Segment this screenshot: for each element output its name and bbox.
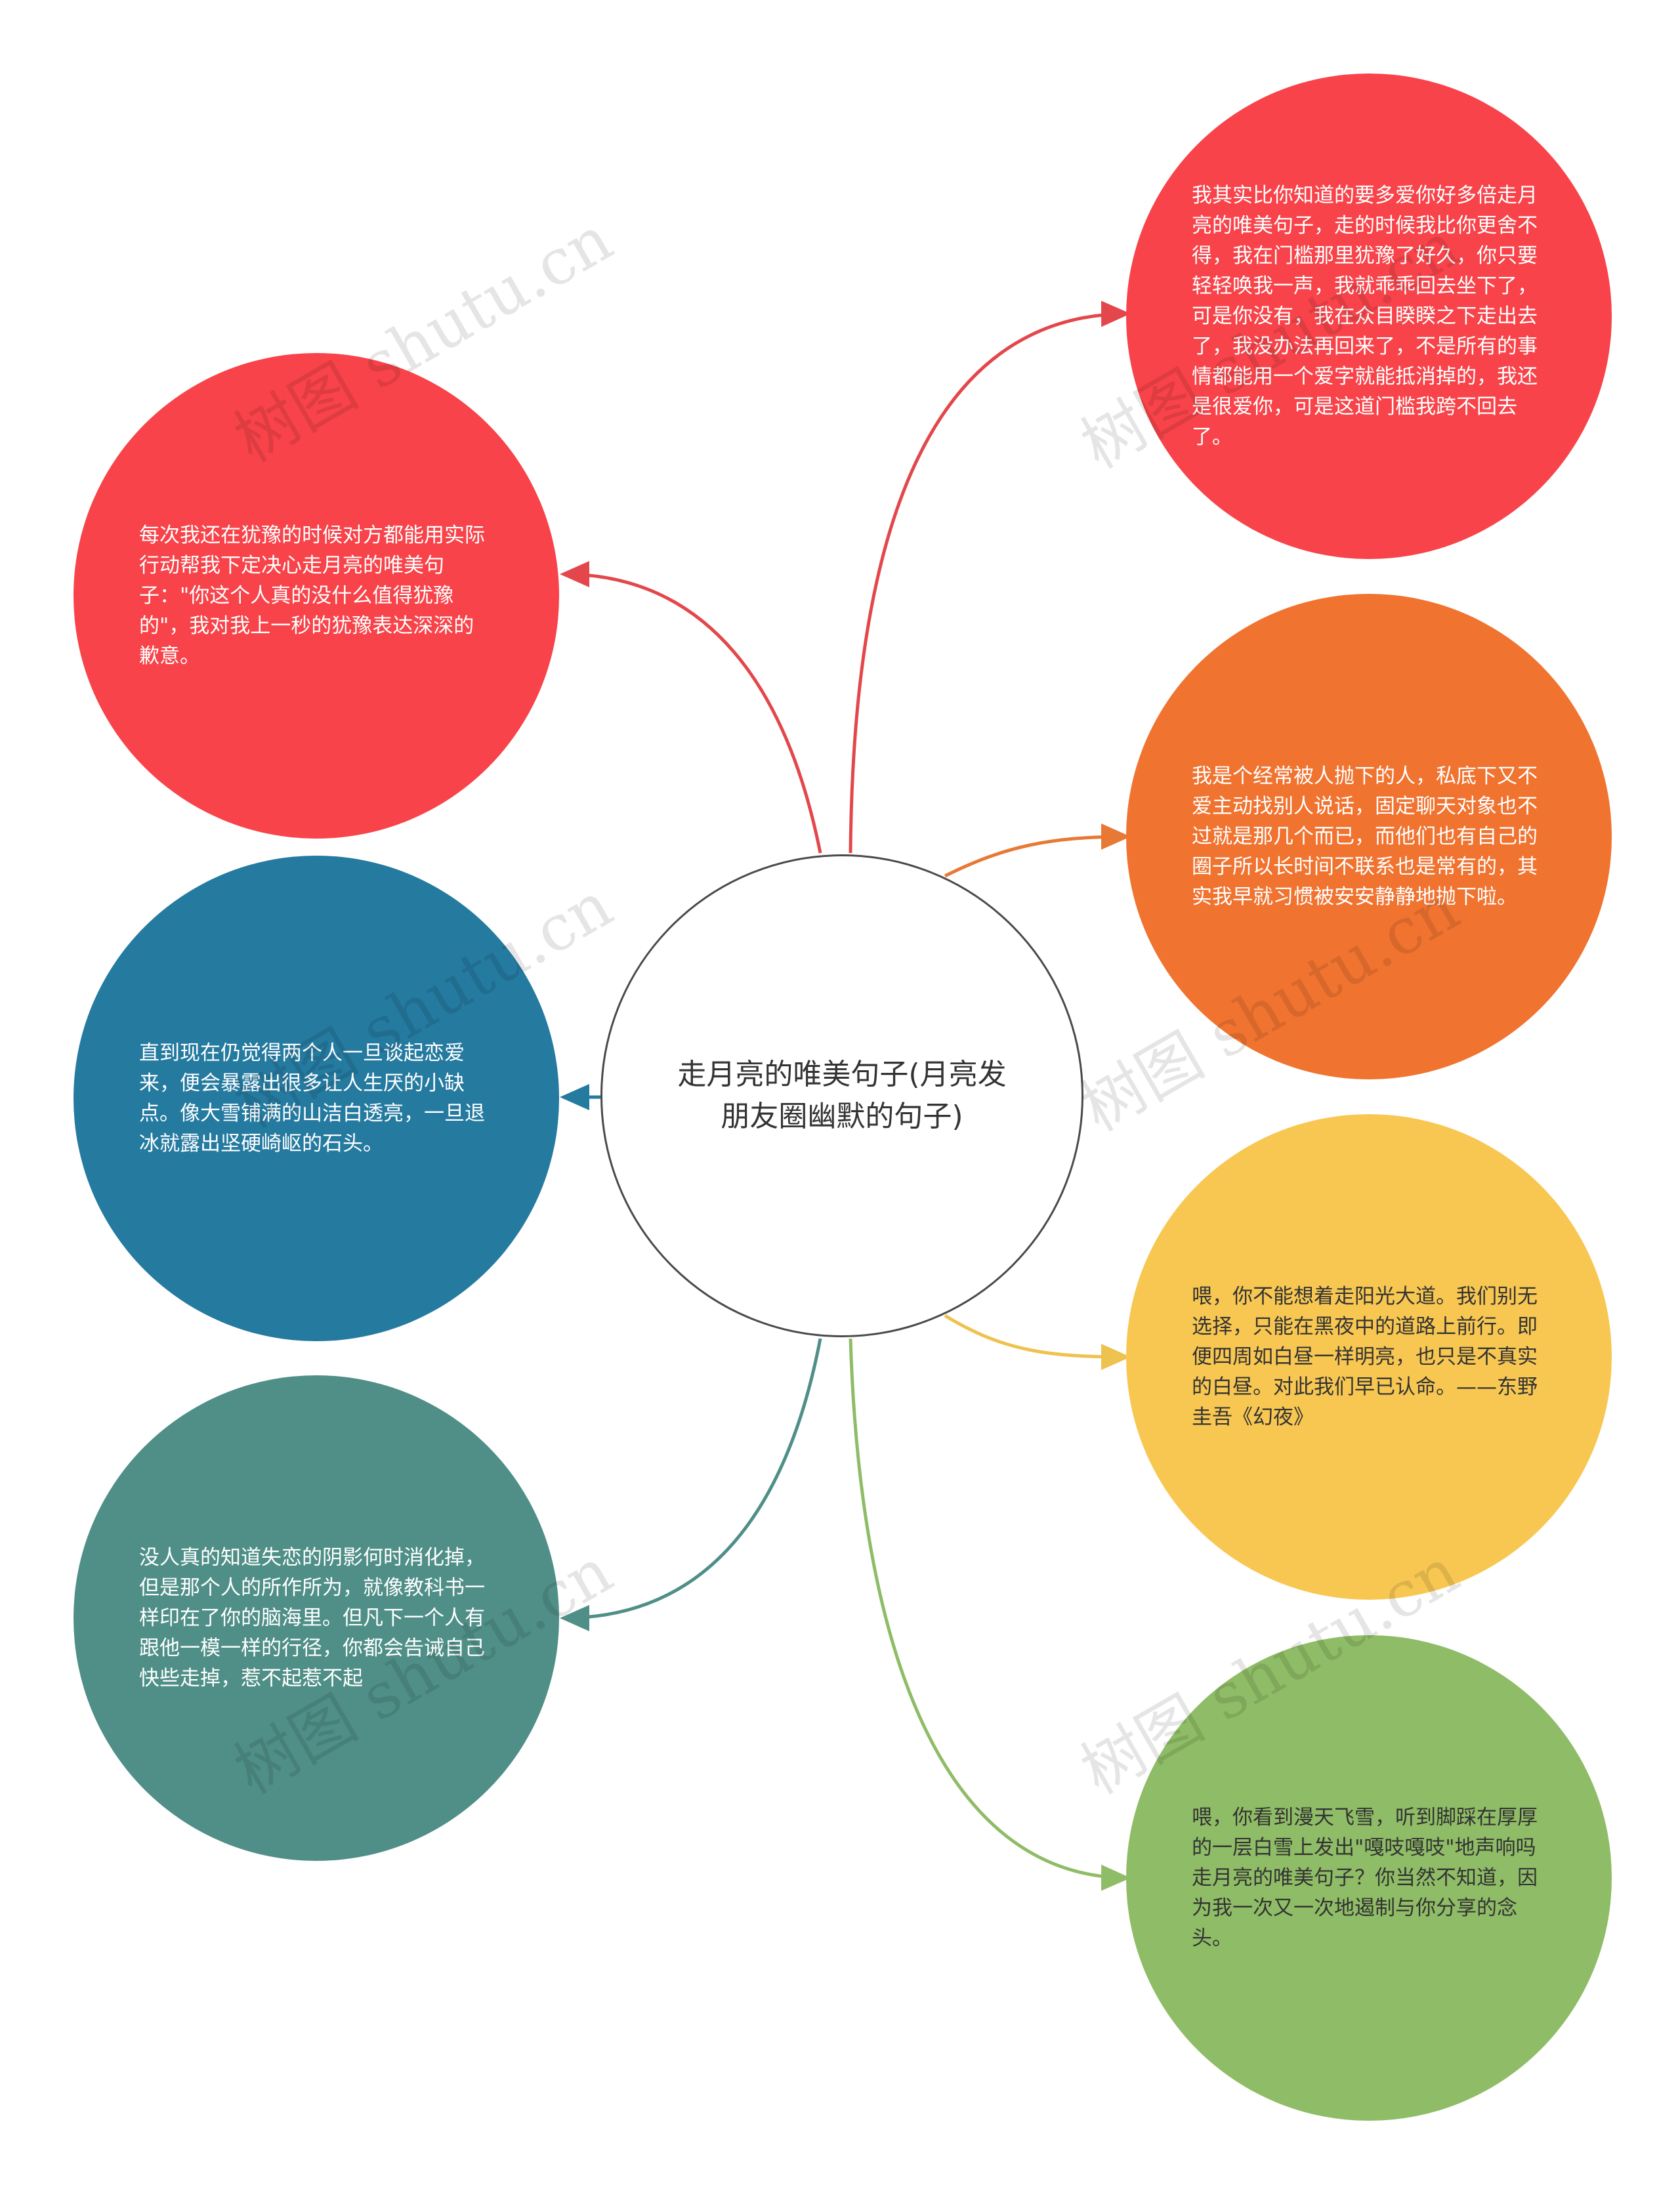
node-left-2[interactable]: 直到现在仍觉得两个人一旦谈起恋爱来，便会暴露出很多让人生厌的小缺点。像大雪铺满的… xyxy=(74,856,559,1341)
node-right-4[interactable]: 喂，你看到漫天飞雪，听到脚踩在厚厚的一层白雪上发出"嘎吱嘎吱"地声响吗走月亮的唯… xyxy=(1126,1635,1612,2121)
link-center-r1 xyxy=(849,301,1131,854)
node-left-3[interactable]: 没人真的知道失恋的阴影何时消化掉，但是那个人的所作所为，就像教科书一样印在了你的… xyxy=(74,1375,559,1861)
link-center-r3 xyxy=(944,1314,1131,1370)
link-center-l1 xyxy=(560,561,822,854)
node-right-2[interactable]: 我是个经常被人抛下的人，私底下又不爱主动找别人说话，固定聊天对象也不过就是那几个… xyxy=(1126,594,1612,1079)
node-left-2-text: 直到现在仍觉得两个人一旦谈起恋爱来，便会暴露出很多让人生厌的小缺点。像大雪铺满的… xyxy=(139,1041,485,1156)
center-topic-label: 走月亮的唯美句子(月亮发朋友圈幽默的句子) xyxy=(677,1058,1007,1133)
node-left-1-text: 每次我还在犹豫的时候对方都能用实际行动帮我下定决心走月亮的唯美句子："你这个人真… xyxy=(139,524,485,668)
node-right-1-text: 我其实比你知道的要多爱你好多倍走月亮的唯美句子，走的时候我比你更舍不得，我在门槛… xyxy=(1192,184,1538,449)
link-center-r2 xyxy=(944,823,1131,878)
node-right-1[interactable]: 我其实比你知道的要多爱你好多倍走月亮的唯美句子，走的时候我比你更舍不得，我在门槛… xyxy=(1126,73,1612,559)
node-right-2-text: 我是个经常被人抛下的人，私底下又不爱主动找别人说话，固定聊天对象也不过就是那几个… xyxy=(1192,764,1538,909)
node-left-1[interactable]: 每次我还在犹豫的时候对方都能用实际行动帮我下定决心走月亮的唯美句子："你这个人真… xyxy=(74,353,559,839)
center-topic[interactable]: 走月亮的唯美句子(月亮发朋友圈幽默的句子) xyxy=(600,854,1083,1337)
node-right-4-text: 喂，你看到漫天飞雪，听到脚踩在厚厚的一层白雪上发出"嘎吱嘎吱"地声响吗走月亮的唯… xyxy=(1192,1806,1538,1950)
node-right-3[interactable]: 喂，你不能想着走阳光大道。我们别无选择，只能在黑夜中的道路上前行。即便四周如白昼… xyxy=(1126,1114,1612,1600)
node-left-3-text: 没人真的知道失恋的阴影何时消化掉，但是那个人的所作所为，就像教科书一样印在了你的… xyxy=(139,1546,485,1690)
node-right-3-text: 喂，你不能想着走阳光大道。我们别无选择，只能在黑夜中的道路上前行。即便四周如白昼… xyxy=(1192,1285,1538,1429)
link-center-r4 xyxy=(849,1338,1131,1891)
link-center-l3 xyxy=(560,1338,822,1631)
